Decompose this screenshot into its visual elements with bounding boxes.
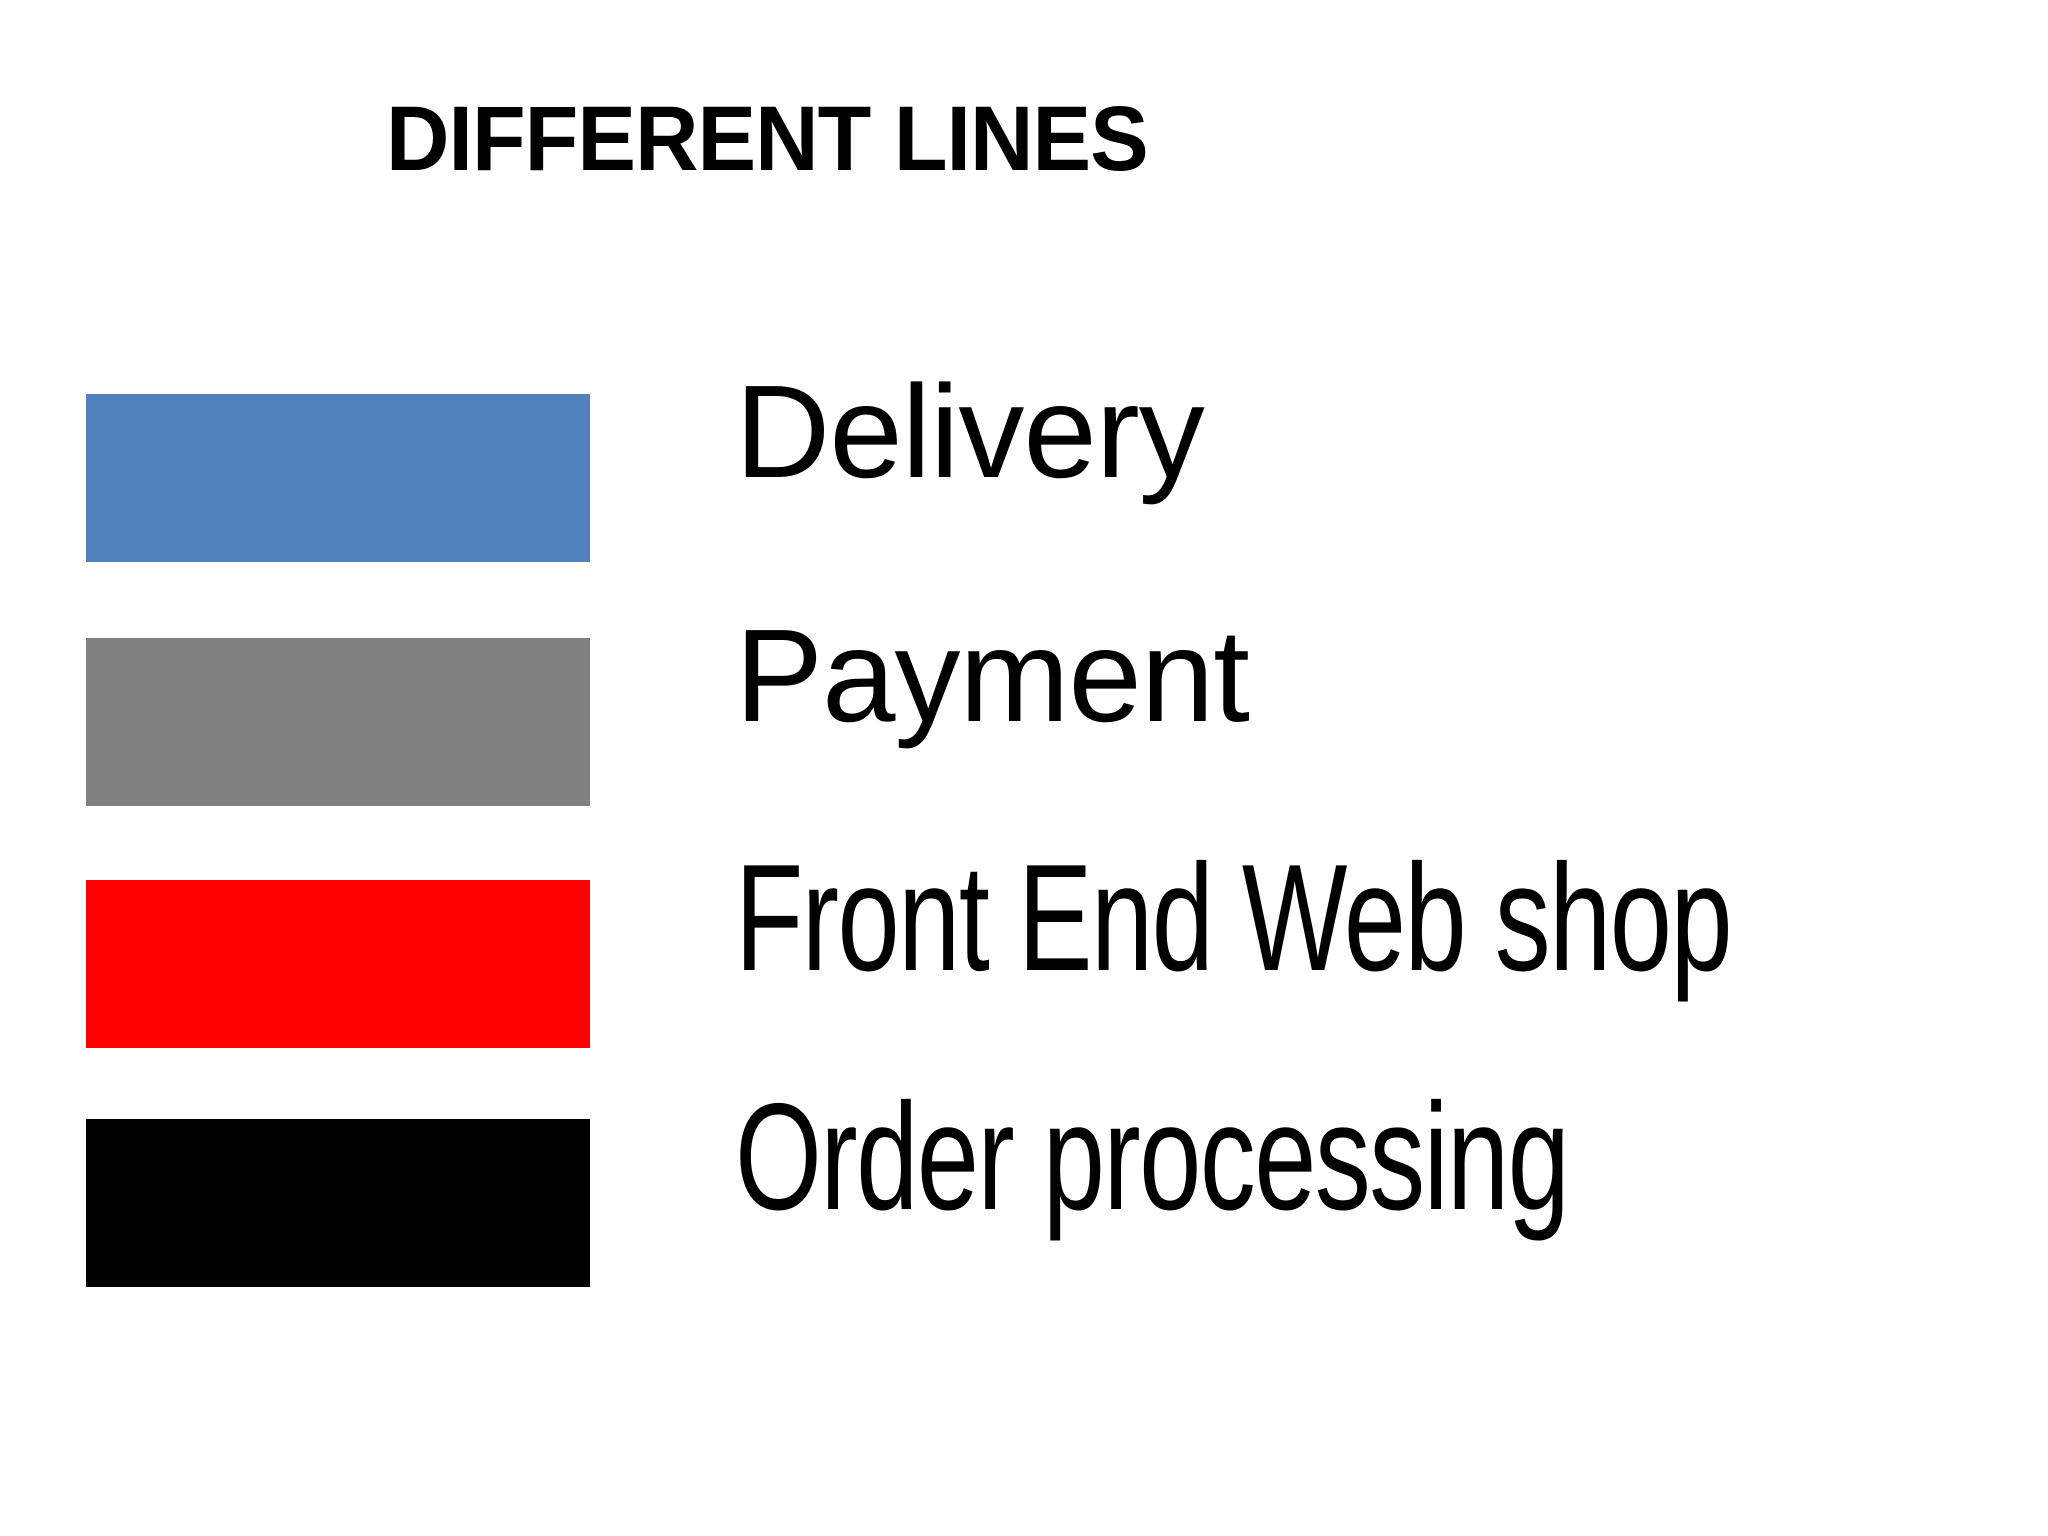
legend-row: Front End Web shop bbox=[0, 842, 2048, 1048]
legend-color-swatch-order-processing bbox=[86, 1119, 590, 1287]
legend-row: Payment bbox=[0, 610, 2048, 806]
legend-row: Order processing bbox=[0, 1081, 2048, 1287]
legend-color-swatch-delivery bbox=[86, 394, 590, 562]
page-title: DIFFERENT LINES bbox=[386, 88, 1149, 190]
legend-color-swatch-front-end-web-shop bbox=[86, 880, 590, 1048]
legend-label-order-processing: Order processing bbox=[735, 1072, 1570, 1242]
legend-color-swatch-payment bbox=[86, 638, 590, 806]
legend-label-front-end-web-shop: Front End Web shop bbox=[735, 833, 1733, 1003]
legend-label-payment: Payment bbox=[735, 602, 1250, 749]
legend-row: Delivery bbox=[0, 366, 2048, 562]
legend-label-delivery: Delivery bbox=[735, 358, 1205, 505]
